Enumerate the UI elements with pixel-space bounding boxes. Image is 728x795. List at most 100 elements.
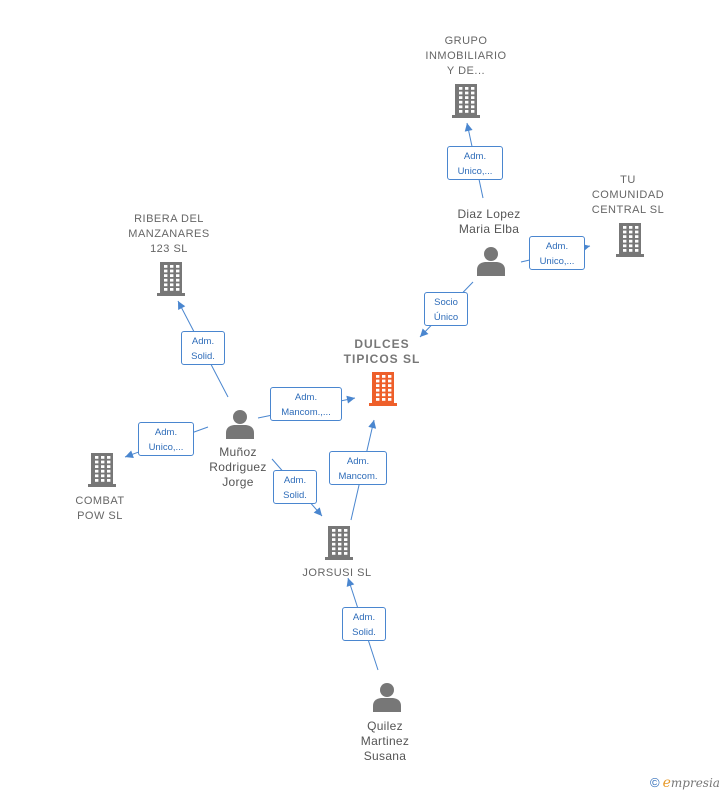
node-label-line: Rodriguez: [209, 460, 267, 474]
building-window: [465, 110, 469, 113]
building-icon-grupo[interactable]: [452, 84, 480, 118]
edge-label-line: Adm.: [154, 427, 178, 438]
person-body: [226, 425, 254, 439]
node-label-line: GRUPO: [444, 35, 488, 47]
person-icon-quilez[interactable]: [373, 683, 401, 712]
building-icon-ribera[interactable]: [157, 262, 185, 296]
edge-label-quilez-jorsusi[interactable]: Adm.Solid.: [342, 607, 386, 641]
edge-label-line: Adm.: [352, 612, 376, 623]
building-window: [635, 230, 639, 234]
brand-logo[interactable]: ©empresia: [650, 775, 720, 791]
building-window: [176, 265, 180, 268]
building-window: [332, 533, 336, 537]
node-label-line: Martinez: [360, 734, 410, 748]
building-icon-dulces[interactable]: [369, 372, 397, 406]
node-label-line: TU: [620, 174, 636, 186]
building-window: [629, 235, 633, 238]
building-base: [616, 254, 644, 257]
brand-name: mpresia: [670, 776, 720, 790]
node-label-line: INMOBILIARIO: [425, 50, 507, 62]
building-window: [635, 226, 639, 229]
edge-label-diaz-tu[interactable]: Adm. Unico,...: [529, 236, 585, 270]
building-window: [170, 269, 174, 273]
node-label-line: MANZANARES: [128, 228, 210, 240]
node-label-ribera[interactable]: RIBERA DEL MANZANARES 123 SL: [104, 212, 234, 257]
person-head: [380, 683, 394, 697]
building-window: [629, 244, 633, 248]
edge-label-line: Socio: [434, 297, 458, 308]
person-body: [373, 698, 401, 712]
building-icon-jorsusi[interactable]: [325, 526, 353, 560]
building-window: [170, 278, 174, 282]
building-window: [101, 465, 105, 468]
building-window: [338, 542, 342, 546]
node-label-jorsusi[interactable]: JORSUSI SL: [272, 566, 402, 581]
building-window: [388, 398, 392, 401]
building-window: [471, 91, 475, 95]
building-window: [459, 100, 463, 104]
edge-label-line: Solid.: [191, 351, 215, 362]
building-window: [623, 244, 627, 248]
building-window: [164, 274, 168, 277]
edge-arrow-munoz-dulces: [346, 395, 355, 404]
building-window: [107, 479, 111, 482]
node-label-line: Y DE...: [446, 65, 486, 77]
building-window: [388, 388, 392, 392]
building-window: [95, 474, 99, 478]
building-window: [623, 226, 627, 229]
building-window: [376, 379, 380, 383]
brand-e: e: [662, 775, 671, 791]
building-window: [101, 456, 105, 459]
edge-label-munoz-dulces[interactable]: Adm.Mancom.,...: [270, 387, 342, 421]
node-label-line: Diaz Lopez: [457, 207, 521, 221]
edge-label-line: Adm.: [463, 151, 487, 162]
building-window: [344, 533, 348, 537]
person-icon-munoz[interactable]: [226, 410, 254, 439]
edge-label-line: Unico,...: [148, 442, 184, 453]
building-icon-combat[interactable]: [88, 453, 116, 487]
edge-label-line: Adm.: [346, 456, 370, 467]
node-label-line: RIBERA DEL: [134, 213, 204, 225]
building-window: [170, 288, 174, 291]
building-window: [332, 542, 336, 546]
building-window: [629, 239, 633, 243]
building-window: [338, 552, 342, 555]
edge-arrow-munoz-jorsusi: [313, 507, 322, 516]
edge-label-line: Adm.: [545, 241, 569, 252]
building-window: [101, 469, 105, 473]
edge-label-munoz-ribera[interactable]: Adm.Solid.: [181, 331, 225, 365]
edge-arrow-jorsusi-dulces: [368, 420, 377, 429]
edge-label-munoz-combat[interactable]: Adm. Unico,...: [138, 422, 194, 456]
node-label-grupo[interactable]: GRUPO INMOBILIARIO Y DE...: [401, 34, 531, 79]
building-window: [332, 529, 336, 532]
node-label-line: POW SL: [77, 510, 123, 522]
building-window: [164, 269, 168, 273]
building-window: [176, 278, 180, 282]
building-icon-tu[interactable]: [616, 223, 644, 257]
building-window: [465, 100, 469, 104]
edge-label-diaz-grupo[interactable]: Adm.Unico,...: [447, 146, 503, 180]
edge-label-line: Unico,...: [539, 256, 575, 267]
building-window: [95, 456, 99, 459]
building-window: [635, 239, 639, 243]
building-window: [388, 384, 392, 387]
node-label-line: DULCES: [354, 337, 410, 351]
building-window: [382, 398, 386, 401]
person-icon-diaz[interactable]: [477, 247, 505, 276]
building-window: [382, 379, 386, 383]
building-window: [170, 265, 174, 268]
building-window: [376, 398, 380, 401]
node-label-line: 123 SL: [150, 243, 188, 255]
building-window: [170, 283, 174, 287]
edge-label-jorsusi-dulces[interactable]: Adm.Mancom.: [329, 451, 387, 485]
edge-label-munoz-jorsusi[interactable]: Adm.Solid.: [273, 470, 317, 504]
edge-label-line: Adm.: [283, 475, 307, 486]
building-window: [376, 384, 380, 387]
